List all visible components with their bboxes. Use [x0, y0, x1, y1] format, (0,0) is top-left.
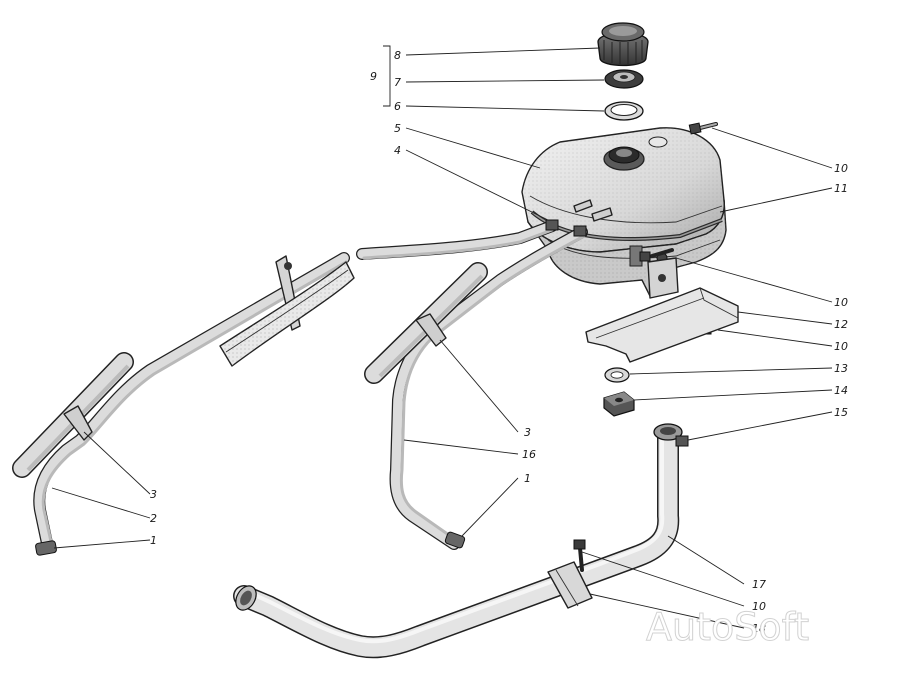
washer: [604, 367, 630, 383]
callout-7: 7: [394, 76, 401, 89]
callout-3-center: 3: [524, 426, 531, 439]
bolt-top: [688, 122, 718, 135]
callout-9: 9: [370, 70, 377, 83]
callout-10-bracket: 10: [834, 340, 848, 353]
callout-16: 16: [522, 448, 536, 461]
callout-10-strap: 10: [834, 296, 848, 309]
center-hose-assembly: [356, 219, 588, 550]
callout-5: 5: [394, 122, 401, 135]
cage-nut: [603, 391, 635, 417]
filler-cap: [597, 22, 649, 67]
cap-seal-ring: [604, 101, 644, 121]
callout-17: 17: [752, 578, 766, 591]
bolt-strap: [639, 248, 674, 262]
callout-10-top: 10: [834, 162, 848, 175]
callout-4: 4: [394, 144, 401, 157]
mounting-plate: [585, 287, 739, 363]
callout-10-pipe: 10: [752, 600, 766, 613]
callout-1-center: 1: [524, 472, 531, 485]
callout-15: 15: [834, 406, 848, 419]
left-hose-assembly: [12, 252, 355, 556]
watermark: AutoSoft: [646, 605, 809, 649]
callout-labels: 8 7 9 6 5 4 10 11 10 12 10 13 14 15 3 16…: [150, 49, 848, 635]
callout-11: 11: [834, 182, 848, 195]
leader-lines: [51, 45, 833, 629]
rigid-pipe: [233, 423, 689, 659]
callout-1-left: 1: [150, 534, 157, 547]
callout-8: 8: [394, 49, 401, 62]
callout-2: 2: [150, 512, 157, 525]
callout-14: 14: [834, 384, 848, 397]
callout-6: 6: [394, 100, 401, 113]
callout-3-left: 3: [150, 488, 157, 501]
callout-13: 13: [834, 362, 848, 375]
expansion-tank: [521, 127, 727, 299]
cap-valve: [604, 69, 644, 89]
callout-18: 18: [752, 622, 766, 635]
callout-12: 12: [834, 318, 848, 331]
